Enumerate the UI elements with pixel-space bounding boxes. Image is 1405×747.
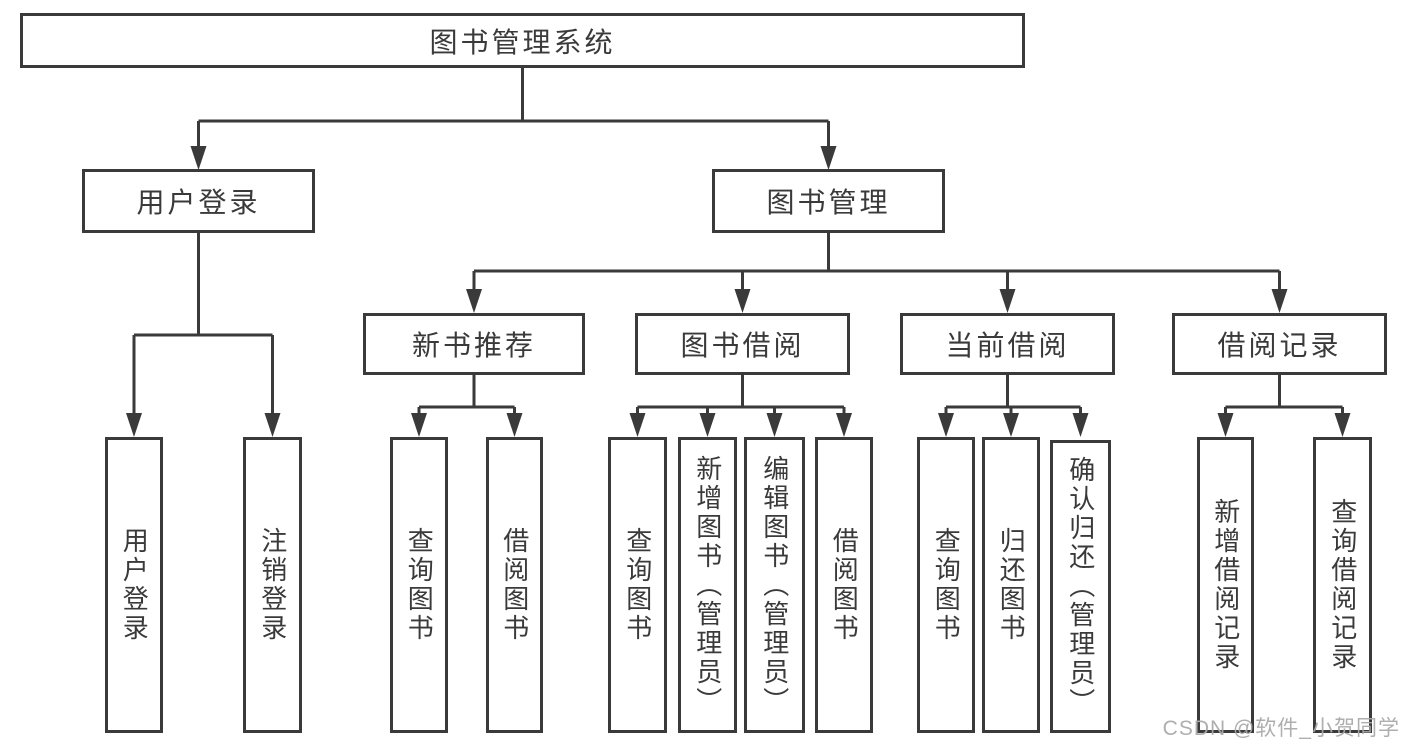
leaf-confirm-return-admin: 确认归还（管理员）: [1050, 440, 1111, 733]
node-book-mgmt-label: 图书管理: [766, 187, 891, 218]
node-book-borrow-label: 图书借阅: [680, 330, 805, 361]
leaf-add-book-admin-label: 新增图书（管理员）: [692, 454, 723, 716]
node-book-borrow: 图书借阅: [635, 313, 850, 375]
leaf-logout: 注销登录: [243, 437, 302, 733]
leaf-edit-book-admin: 编辑图书（管理员）: [744, 437, 805, 733]
leaf-query-borrow-record-label: 查询借阅记录: [1327, 498, 1358, 672]
node-new-book-rec-label: 新书推荐: [411, 330, 536, 361]
leaf-borrow-books-2: 借阅图书: [815, 437, 873, 733]
leaf-add-book-admin: 新增图书（管理员）: [678, 437, 737, 733]
node-root: 图书管理系统: [20, 13, 1025, 68]
node-current-borrow-label: 当前借阅: [945, 330, 1070, 361]
leaf-user-login-label: 用户登录: [119, 527, 150, 643]
node-root-label: 图书管理系统: [429, 26, 616, 58]
csdn-watermark: CSDN @软件_小贺同学: [1162, 717, 1400, 740]
leaf-query-books-1-label: 查询图书: [404, 527, 435, 643]
leaf-logout-label: 注销登录: [257, 527, 288, 643]
leaf-query-books-2-label: 查询图书: [622, 527, 653, 643]
leaf-edit-book-admin-label: 编辑图书（管理员）: [759, 454, 790, 716]
node-book-mgmt: 图书管理: [712, 169, 945, 233]
leaf-confirm-return-admin-label: 确认归还（管理员）: [1065, 456, 1096, 717]
leaf-query-books-3: 查询图书: [917, 437, 975, 733]
node-current-borrow: 当前借阅: [900, 313, 1115, 375]
leaf-query-books-1: 查询图书: [390, 437, 448, 733]
leaf-user-login: 用户登录: [105, 437, 163, 733]
node-new-book-rec: 新书推荐: [363, 313, 585, 375]
leaf-borrow-books-2-label: 借阅图书: [829, 527, 860, 643]
leaf-add-borrow-record: 新增借阅记录: [1197, 437, 1254, 733]
node-borrow-records-label: 借阅记录: [1217, 330, 1342, 361]
leaf-query-books-2: 查询图书: [608, 437, 667, 733]
node-user-login-label: 用户登录: [136, 187, 261, 218]
node-borrow-records: 借阅记录: [1172, 313, 1387, 375]
leaf-add-borrow-record-label: 新增借阅记录: [1210, 498, 1241, 672]
leaf-return-book: 归还图书: [982, 437, 1040, 733]
leaf-borrow-books-1: 借阅图书: [486, 437, 543, 733]
leaf-return-book-label: 归还图书: [996, 527, 1027, 643]
leaf-query-books-3-label: 查询图书: [931, 527, 962, 643]
leaf-query-borrow-record: 查询借阅记录: [1313, 437, 1372, 733]
node-user-login: 用户登录: [82, 169, 315, 233]
leaf-borrow-books-1-label: 借阅图书: [499, 527, 530, 643]
